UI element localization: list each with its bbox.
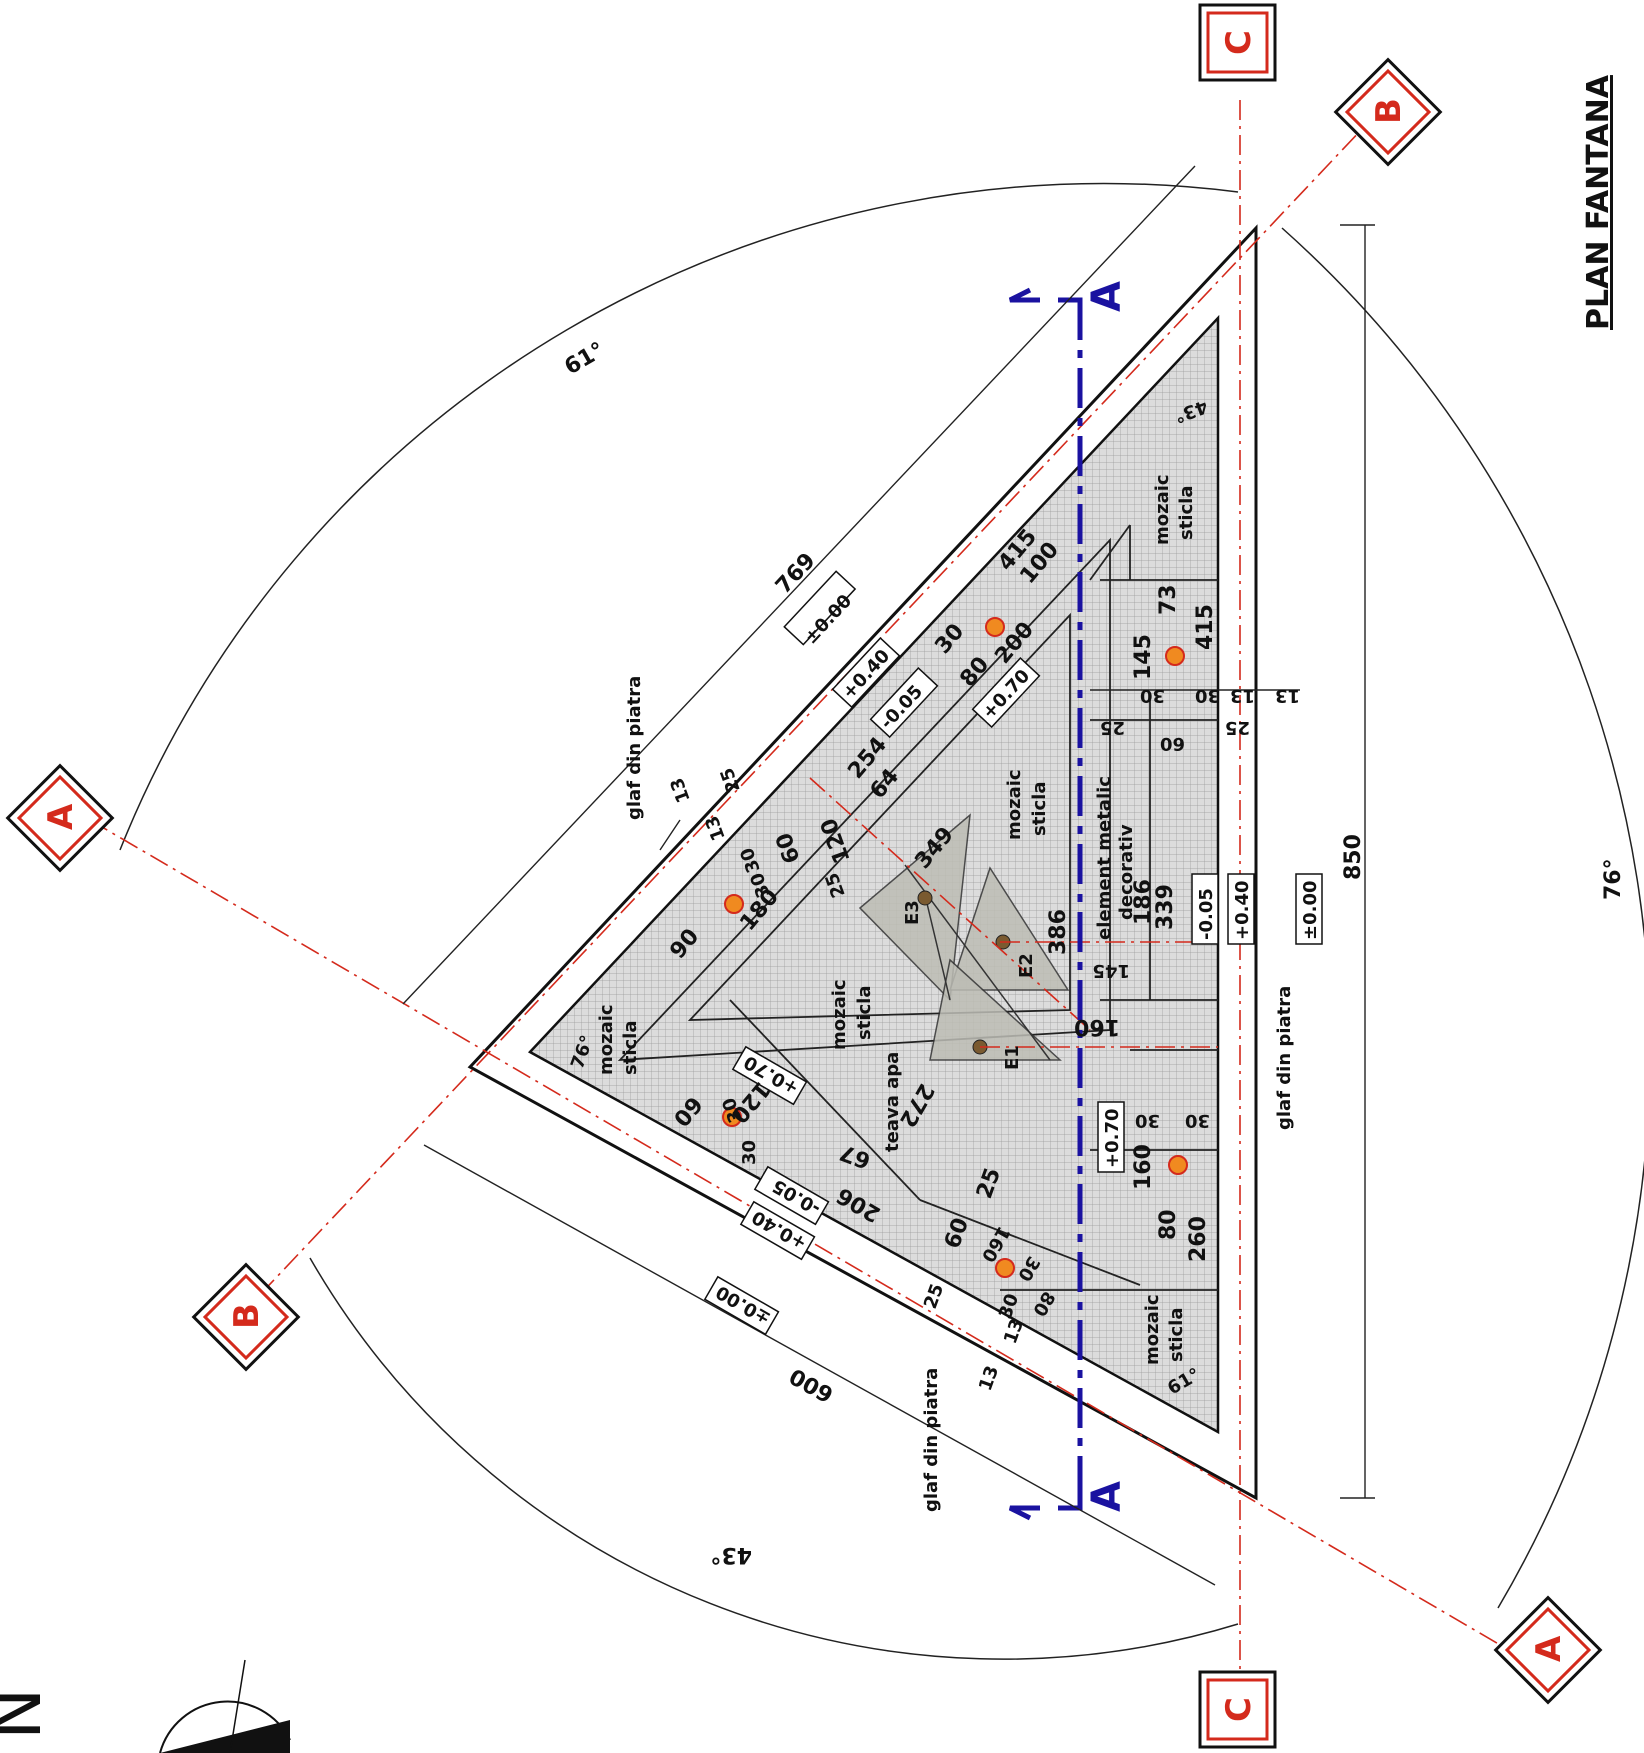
drawing-title: PLAN FANTANA bbox=[1581, 74, 1616, 330]
dim-30: 30 bbox=[739, 1140, 760, 1165]
dim-260: 260 bbox=[1186, 1216, 1211, 1262]
label-mozaic-3: mozaic bbox=[1004, 769, 1025, 840]
dim-339: 339 bbox=[1153, 884, 1178, 930]
dim-80: 80 bbox=[1156, 1209, 1181, 1240]
label-mozaic-4: mozaic bbox=[1152, 474, 1173, 545]
label-sticla-2: sticla bbox=[854, 986, 875, 1040]
label-mozaic-2: mozaic bbox=[829, 979, 850, 1050]
level-box: ±0.00 bbox=[703, 1275, 780, 1336]
section-arrow-top bbox=[1008, 287, 1083, 318]
dim-415: 415 bbox=[1193, 604, 1218, 650]
dim-186: 186 bbox=[1131, 879, 1156, 925]
axis-bubble-a-right: A bbox=[1493, 1595, 1603, 1705]
dim-30: 30 bbox=[1135, 1110, 1160, 1131]
section-arrow-bottom bbox=[1008, 1482, 1083, 1521]
section-label-bottom: A bbox=[1084, 1481, 1130, 1512]
label-e1: E1 bbox=[1002, 1045, 1023, 1070]
svg-text:B: B bbox=[1369, 98, 1409, 124]
axis-bubble-b-bottom: B bbox=[191, 1262, 301, 1372]
level-box: -0.05 bbox=[1191, 873, 1219, 945]
inner-structure bbox=[617, 524, 1218, 1291]
svg-text:A: A bbox=[41, 803, 81, 830]
nozzle-icon bbox=[1165, 646, 1185, 666]
label-sticla-5: sticla bbox=[1166, 1308, 1187, 1362]
dim-145: 145 bbox=[1131, 634, 1156, 680]
label-sticla-1: sticla bbox=[620, 1021, 641, 1075]
level-box: ±0.00 bbox=[1295, 873, 1323, 945]
label-mozaic-1: mozaic bbox=[596, 1004, 617, 1075]
north-arrow-icon: N bbox=[0, 1659, 291, 1753]
nozzle-icon bbox=[995, 1258, 1015, 1278]
dim-30: 30 bbox=[1185, 1110, 1210, 1131]
angle-76-right: 76° bbox=[1601, 858, 1626, 900]
nozzle-icon bbox=[985, 617, 1005, 637]
dim-25: 25 bbox=[920, 1281, 948, 1312]
dim-30: 30 bbox=[1140, 685, 1165, 706]
dim-600: 600 bbox=[786, 1362, 838, 1406]
label-glaf-top: glaf din piatra bbox=[624, 676, 645, 820]
dim-30: 30 bbox=[1195, 685, 1220, 706]
label-e2: E2 bbox=[1016, 953, 1037, 978]
e3-light-icon bbox=[917, 890, 933, 906]
dim-25: 25 bbox=[716, 765, 744, 796]
label-teava-apa: teava apa bbox=[882, 1052, 903, 1152]
label-decorativ: decorativ bbox=[1116, 824, 1137, 920]
angle-43-bottom: 43° bbox=[710, 1542, 752, 1567]
dim-13: 13 bbox=[1230, 685, 1255, 706]
level-box: +0.40 bbox=[1227, 873, 1255, 945]
dim-73: 73 bbox=[1156, 584, 1181, 615]
arc-76 bbox=[1281, 227, 1644, 1609]
level-box: +0.70 bbox=[1097, 1101, 1125, 1173]
dim-13: 13 bbox=[1275, 685, 1300, 706]
dim-145: 145 bbox=[1092, 960, 1130, 981]
axis-bubble-b-top: B bbox=[1333, 57, 1443, 167]
label-e3: E3 bbox=[902, 900, 923, 925]
dim-60: 60 bbox=[1160, 733, 1185, 754]
nozzle-icon bbox=[722, 1107, 742, 1127]
svg-text:±0.00: ±0.00 bbox=[1300, 881, 1321, 941]
axis-bubble-c-bottom: C bbox=[1198, 1670, 1277, 1749]
dim-850: 850 bbox=[1341, 834, 1366, 880]
dim-160: 160 bbox=[1131, 1144, 1156, 1190]
label-mozaic-5: mozaic bbox=[1142, 1294, 1163, 1365]
axis-bubble-c-top: C bbox=[1198, 3, 1277, 82]
label-sticla-3: sticla bbox=[1029, 782, 1050, 836]
label-glaf-right: glaf din piatra bbox=[1274, 986, 1295, 1130]
svg-text:+0.70: +0.70 bbox=[1102, 1109, 1123, 1169]
outer-rim bbox=[467, 224, 1258, 1501]
dim-13: 13 bbox=[666, 775, 694, 806]
dim-25: 25 bbox=[1100, 717, 1125, 738]
section-label-top: A bbox=[1084, 281, 1130, 312]
dimension-lines bbox=[402, 165, 1375, 1586]
label-glaf-bottom: glaf din piatra bbox=[921, 1368, 942, 1512]
svg-text:+0.40: +0.40 bbox=[1232, 881, 1253, 941]
nozzle-markers bbox=[722, 617, 1188, 1278]
label-element-metalic: element metalic bbox=[1094, 776, 1115, 940]
dim-160: 160 bbox=[1074, 1014, 1120, 1039]
angle-61-top: 61° bbox=[561, 338, 610, 380]
svg-text:C: C bbox=[1219, 30, 1259, 55]
dim-386: 386 bbox=[1046, 909, 1071, 955]
axis-bubble-a-left: A bbox=[5, 763, 115, 873]
svg-text:B: B bbox=[227, 1303, 267, 1329]
svg-text:C: C bbox=[1219, 1697, 1259, 1722]
nozzle-icon bbox=[1168, 1155, 1188, 1175]
arc-43 bbox=[309, 1257, 1239, 1660]
label-sticla-4: sticla bbox=[1176, 486, 1197, 540]
dim-13: 13 bbox=[975, 1363, 1003, 1394]
dim-25: 25 bbox=[1225, 717, 1250, 738]
nozzle-icon bbox=[724, 894, 744, 914]
dim-769: 769 bbox=[771, 548, 821, 599]
svg-text:-0.05: -0.05 bbox=[1196, 888, 1217, 940]
svg-text:N: N bbox=[0, 1688, 57, 1740]
arc-61 bbox=[119, 182, 1239, 851]
svg-text:A: A bbox=[1529, 1635, 1569, 1662]
